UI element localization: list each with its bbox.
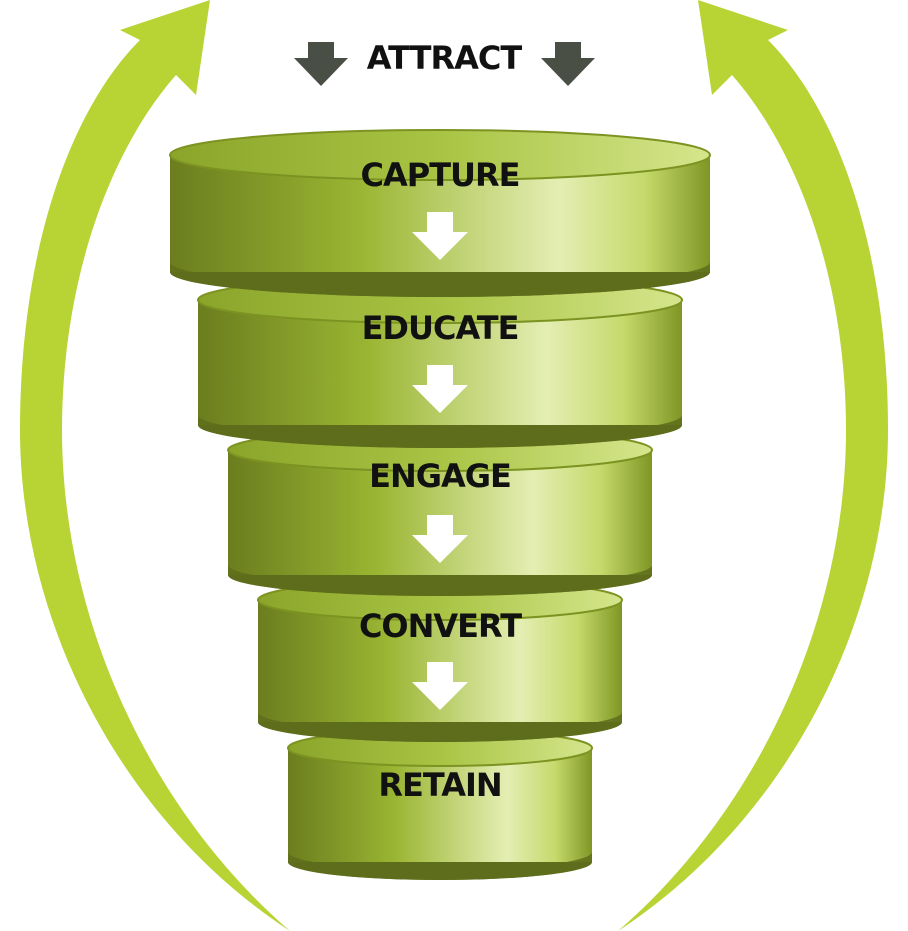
stage-label-retain: RETAIN [378,766,501,804]
stage-label-capture: CAPTURE [360,156,519,194]
tier-shadow [258,712,622,742]
funnel-tier-1: CAPTURE [169,129,711,297]
funnel-tier-5: RETAIN [287,729,593,880]
right-loop-arrow [618,0,888,931]
tier-shadow [288,852,592,880]
attract-label: ATTRACT [367,39,523,77]
funnel-tiers: RETAIN CONVERT ENGAGE EDUCATE CAPTURE [169,129,711,880]
attract-arrow-left-icon [294,42,348,86]
tier-shadow [228,565,652,596]
stage-arrow-down-icon [412,515,468,563]
tier-shadow [198,415,682,448]
stage-arrow-down-icon [412,365,468,413]
tier-shadow [170,262,710,297]
funnel-tier-4: CONVERT [257,579,623,742]
stage-label-convert: CONVERT [359,607,522,645]
stage-arrow-down-icon [412,662,468,710]
stage-label-educate: EDUCATE [362,309,519,347]
tier-top [169,129,711,181]
stage-arrow-down-icon [412,212,468,260]
left-loop-arrow [20,0,290,931]
funnel-tier-3: ENGAGE [227,428,653,596]
attract-arrow-right-icon [541,42,595,86]
stage-label-engage: ENGAGE [369,457,511,495]
funnel-tier-2: EDUCATE [197,276,683,448]
